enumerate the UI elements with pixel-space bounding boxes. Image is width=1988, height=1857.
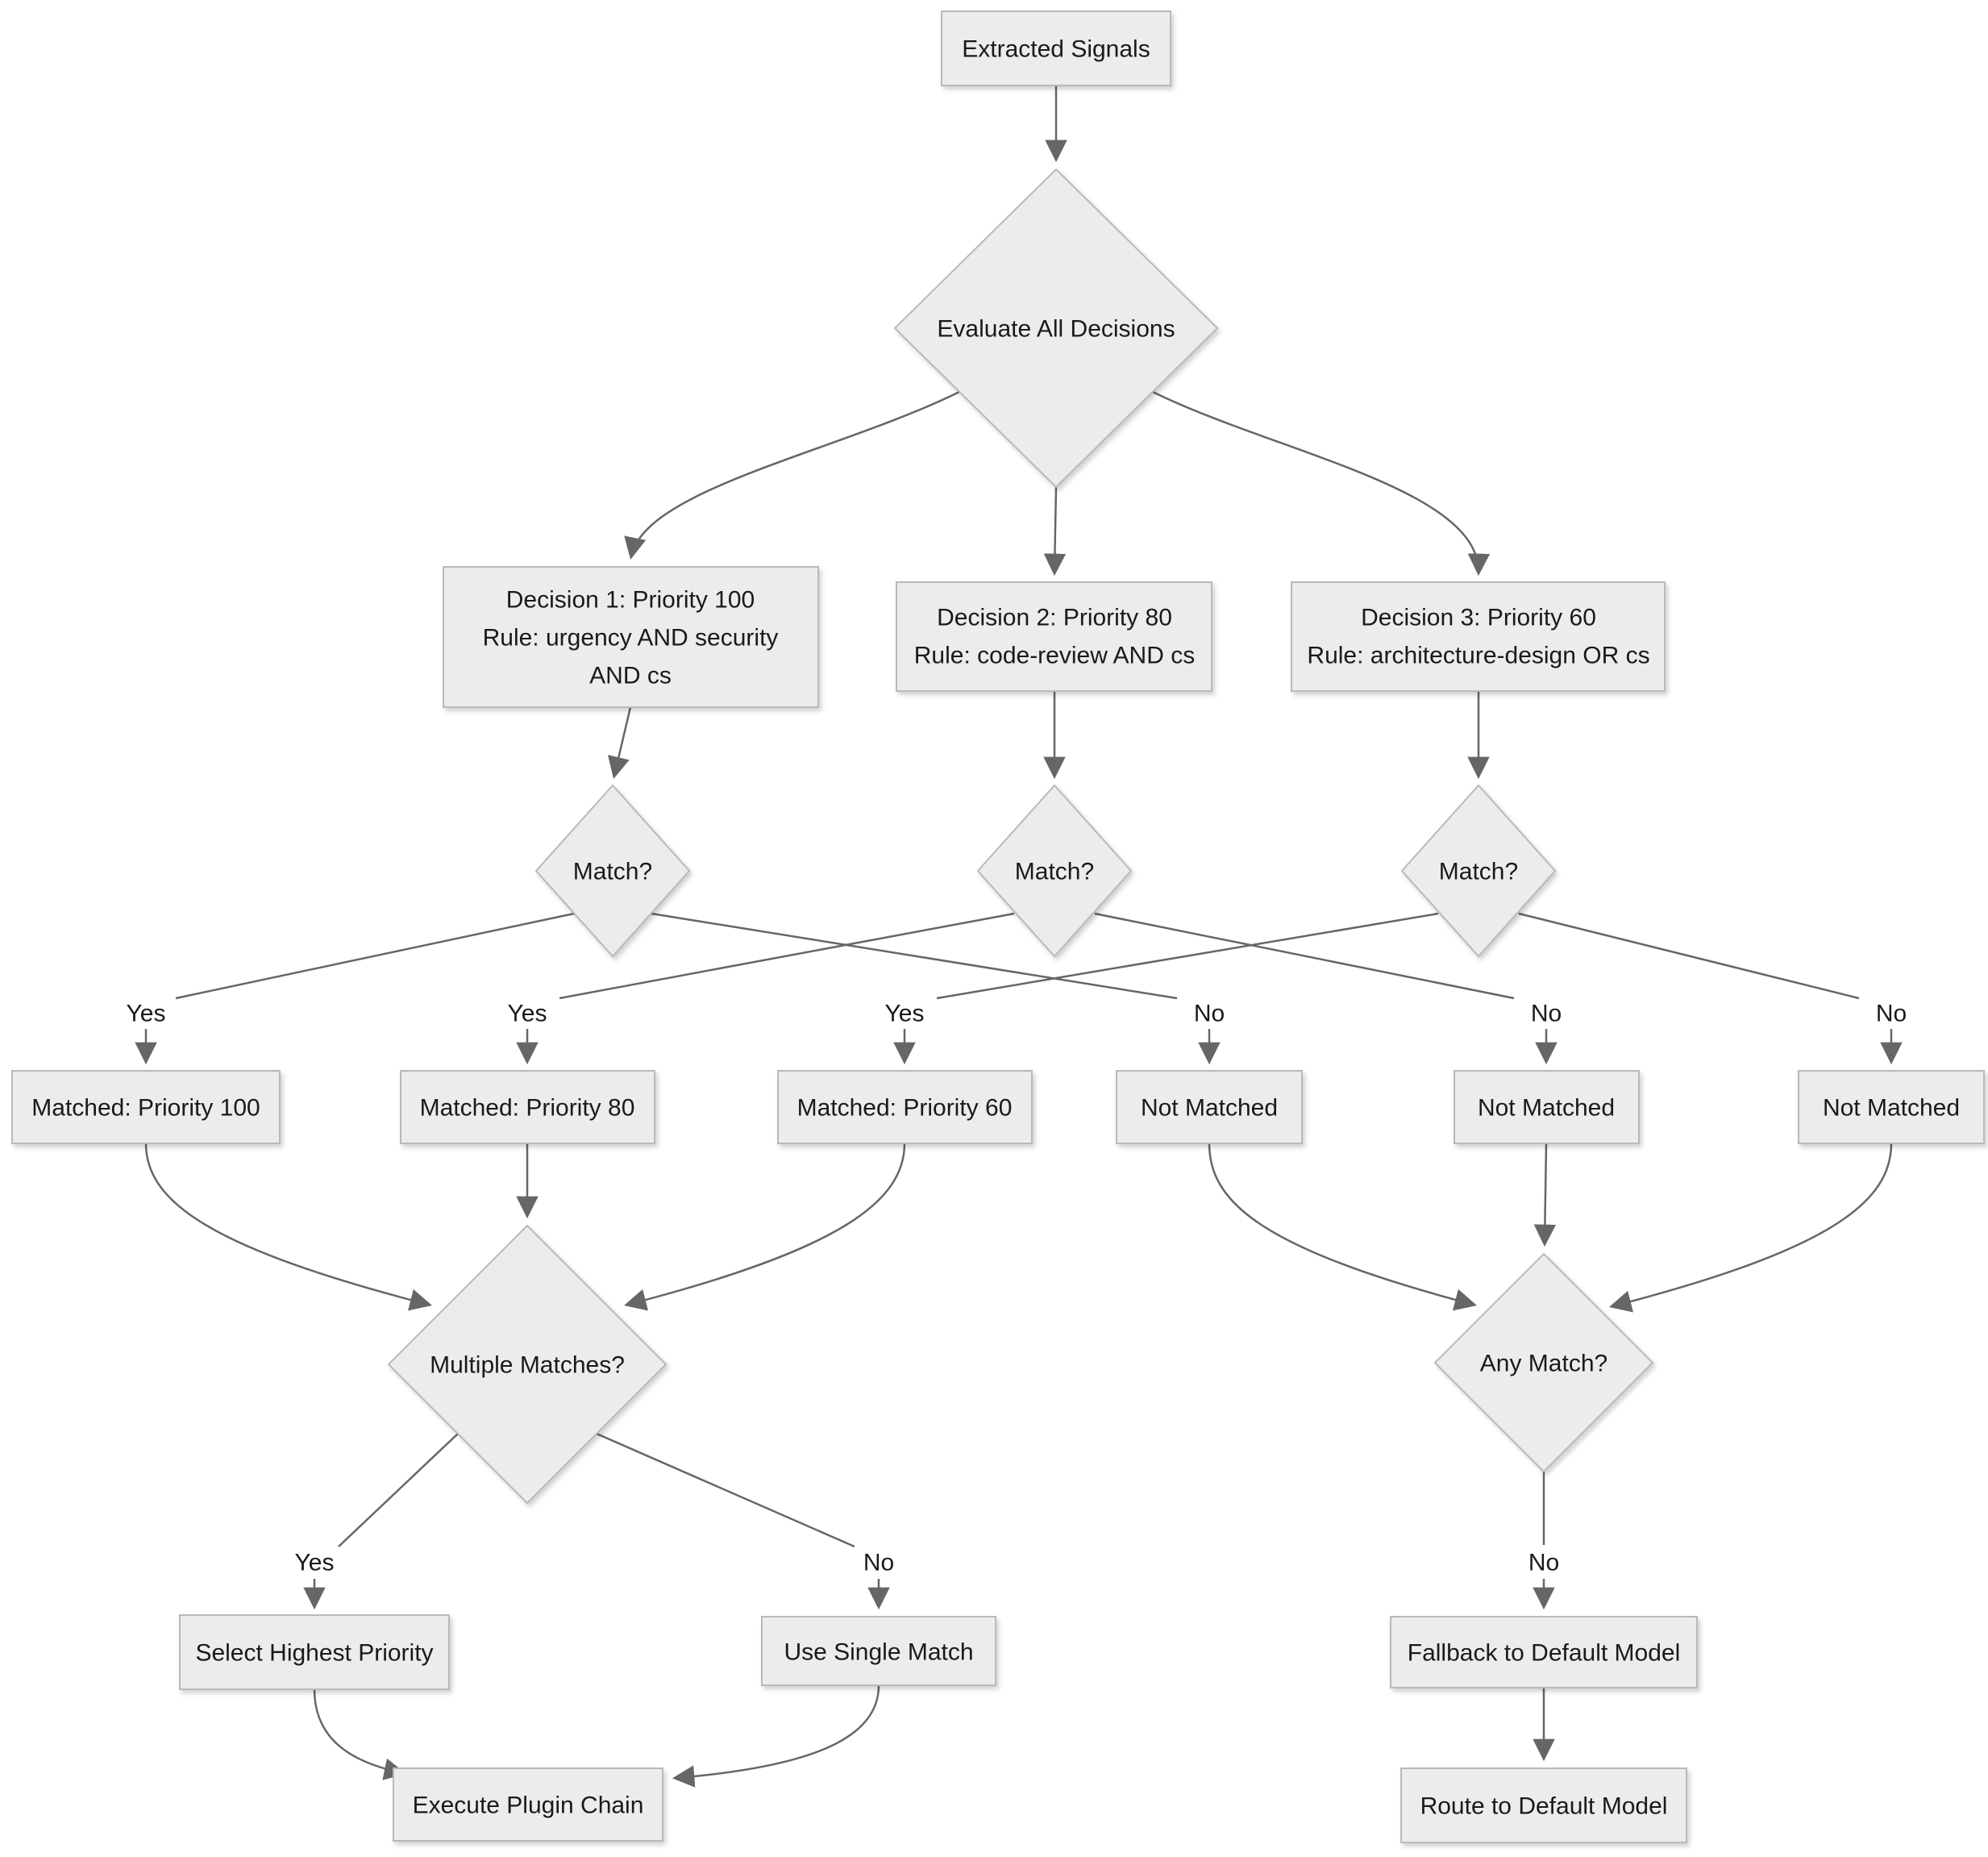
edge-match1-no — [651, 912, 1178, 1000]
edges-layer — [135, 85, 1903, 1788]
node-route-default-model-label: Route to Default Model — [1420, 1793, 1668, 1820]
node-matched-priority-60: Matched: Priority 60 — [777, 1070, 1033, 1144]
edge-match2-yes — [559, 912, 1015, 1000]
node-fallback-default-model-label: Fallback to Default Model — [1408, 1640, 1681, 1667]
edge-multiple-no — [596, 1432, 855, 1548]
node-multiple-matches-diamond — [387, 1224, 668, 1505]
node-extracted-signals: Extracted Signals — [941, 10, 1171, 86]
node-decision2-line1: Decision 2: Priority 80 — [937, 605, 1172, 631]
node-decision1-line1: Decision 1: Priority 100 — [506, 587, 755, 614]
edge-label-match2-no: No — [1531, 1001, 1562, 1027]
edge-matched60-to-multiple — [624, 1143, 906, 1311]
node-use-single-match: Use Single Match — [761, 1616, 996, 1686]
edge-match1-yes — [175, 912, 575, 1000]
node-matched-priority-60-box — [777, 1070, 1033, 1144]
node-execute-plugin-chain-box — [393, 1767, 663, 1842]
node-any-match: Any Match? — [1433, 1252, 1654, 1473]
node-any-match-diamond — [1433, 1252, 1654, 1473]
edge-notmatched1-to-anymatch — [1208, 1143, 1477, 1311]
node-decision2-box — [896, 581, 1212, 692]
node-execute-plugin-chain-label: Execute Plugin Chain — [413, 1792, 644, 1819]
node-match2: Match? — [976, 784, 1133, 958]
edge-label-match1-yes: Yes — [127, 1001, 166, 1027]
node-fallback-default-model-box — [1390, 1616, 1698, 1688]
node-extracted-signals-label: Extracted Signals — [962, 36, 1150, 63]
node-match2-label: Match? — [1015, 859, 1094, 885]
node-decision1: Decision 1: Priority 100 Rule: urgency A… — [443, 566, 819, 708]
edge-evaluate-to-decision1 — [624, 390, 960, 560]
edge-label-match1-no: No — [1194, 1001, 1225, 1027]
node-decision1-line3: AND cs — [589, 663, 672, 689]
edge-match3-no — [1518, 912, 1860, 1000]
edge-label-match3-yes: Yes — [885, 1001, 925, 1027]
nodes-layer: Extracted Signals Evaluate All Decisions… — [11, 10, 1985, 1843]
edge-notmatched3-to-anymatch — [1609, 1143, 1893, 1313]
edge-label-multiple-yes: Yes — [295, 1550, 335, 1576]
node-matched-priority-80-box — [400, 1070, 655, 1144]
node-match3: Match? — [1400, 784, 1557, 958]
node-decision3-box — [1291, 581, 1666, 692]
node-fallback-default-model: Fallback to Default Model — [1390, 1616, 1698, 1688]
node-not-matched-1-label: Not Matched — [1141, 1095, 1278, 1122]
edge-label-match2-yes: Yes — [508, 1001, 547, 1027]
node-multiple-matches: Multiple Matches? — [387, 1224, 668, 1505]
edge-label-anymatch-no: No — [1528, 1550, 1559, 1576]
node-match1: Match? — [534, 784, 691, 958]
node-match2-diamond — [976, 784, 1133, 958]
node-use-single-match-label: Use Single Match — [784, 1639, 973, 1666]
edge-single-to-execute — [672, 1684, 880, 1788]
node-matched-priority-100-label: Matched: Priority 100 — [31, 1095, 260, 1122]
node-not-matched-1: Not Matched — [1116, 1070, 1303, 1144]
edge-label-match3-no: No — [1876, 1001, 1907, 1027]
node-decision3-line1: Decision 3: Priority 60 — [1361, 605, 1596, 631]
node-decision2-line2: Rule: code-review AND cs — [914, 643, 1195, 669]
edge-decision1-to-match1 — [607, 706, 632, 780]
edge-evaluate-to-decision3 — [1152, 390, 1491, 577]
node-not-matched-3: Not Matched — [1798, 1070, 1985, 1144]
node-matched-priority-60-label: Matched: Priority 60 — [797, 1095, 1013, 1122]
edge-matched100-to-multiple — [144, 1143, 432, 1311]
node-not-matched-2: Not Matched — [1454, 1070, 1640, 1144]
node-select-highest-priority-label: Select Highest Priority — [195, 1640, 433, 1667]
node-decision2: Decision 2: Priority 80 Rule: code-revie… — [896, 581, 1212, 692]
edge-notmatched2-to-anymatch — [1533, 1143, 1557, 1247]
node-decision3-line2: Rule: architecture-design OR cs — [1307, 643, 1649, 669]
node-not-matched-2-box — [1454, 1070, 1640, 1144]
node-match1-diamond — [534, 784, 691, 958]
node-decision3: Decision 3: Priority 60 Rule: architectu… — [1291, 581, 1666, 692]
node-any-match-label: Any Match? — [1480, 1351, 1607, 1377]
node-decision1-box — [443, 566, 819, 708]
node-matched-priority-100-box — [11, 1070, 281, 1144]
node-multiple-matches-label: Multiple Matches? — [430, 1352, 625, 1379]
edge-multiple-yes — [338, 1433, 459, 1547]
node-select-highest-priority: Select Highest Priority — [179, 1614, 450, 1690]
edge-select-to-execute — [313, 1688, 407, 1780]
node-evaluate-all-decisions-diamond — [893, 168, 1219, 489]
node-match3-diamond — [1400, 784, 1557, 958]
node-matched-priority-80-label: Matched: Priority 80 — [420, 1095, 635, 1122]
node-execute-plugin-chain: Execute Plugin Chain — [393, 1767, 663, 1842]
node-evaluate-all-decisions: Evaluate All Decisions — [893, 168, 1219, 489]
node-use-single-match-box — [761, 1616, 996, 1686]
edge-match2-no — [1094, 912, 1515, 1000]
edge-label-multiple-no: No — [863, 1550, 894, 1576]
node-matched-priority-100: Matched: Priority 100 — [11, 1070, 281, 1144]
node-match3-label: Match? — [1439, 859, 1518, 885]
node-extracted-signals-box — [941, 10, 1171, 86]
node-matched-priority-80: Matched: Priority 80 — [400, 1070, 655, 1144]
node-not-matched-3-box — [1798, 1070, 1985, 1144]
node-not-matched-3-label: Not Matched — [1823, 1095, 1960, 1122]
edge-labels-layer: Yes Yes Yes No No No Yes No No — [127, 1001, 1907, 1576]
node-match1-label: Match? — [573, 859, 652, 885]
node-route-default-model: Route to Default Model — [1400, 1767, 1687, 1843]
node-select-highest-priority-box — [179, 1614, 450, 1690]
node-evaluate-all-decisions-label: Evaluate All Decisions — [937, 316, 1175, 343]
node-decision1-line2: Rule: urgency AND security — [483, 625, 779, 652]
node-not-matched-1-box — [1116, 1070, 1303, 1144]
edge-evaluate-to-decision2 — [1043, 486, 1067, 577]
node-not-matched-2-label: Not Matched — [1478, 1095, 1615, 1122]
edge-match3-yes — [936, 912, 1439, 1000]
node-route-default-model-box — [1400, 1767, 1687, 1843]
